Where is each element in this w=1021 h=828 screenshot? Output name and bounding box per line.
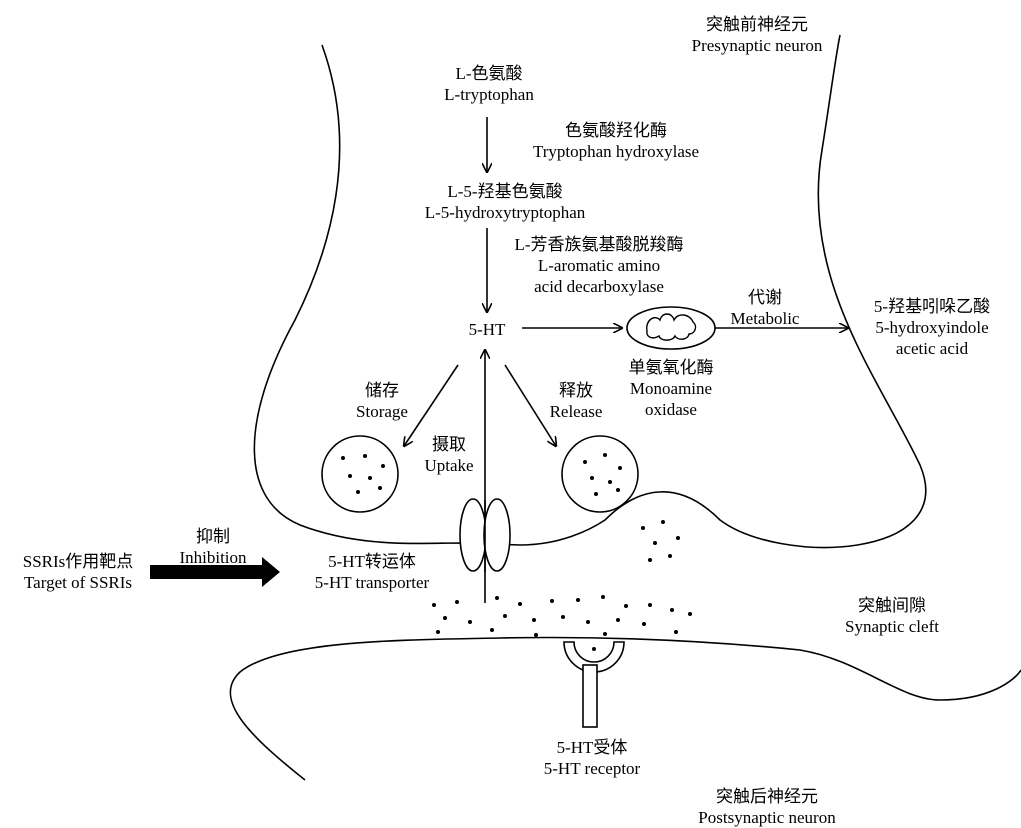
tryptophan-label-zh: L-色氨酸: [444, 63, 534, 84]
hiaa-label-en1: 5-hydroxyindole: [874, 317, 990, 338]
tryptophan-label-en: L-tryptophan: [444, 84, 534, 105]
hydroxylase-label-zh: 色氨酸羟化酶: [533, 120, 699, 141]
transporter-label-zh: 5-HT转运体: [315, 551, 429, 572]
presynaptic-label-en: Presynaptic neuron: [692, 35, 823, 56]
uptake-label-zh: 摄取: [424, 434, 473, 455]
decarboxylase-label-zh: L-芳香族氨基酸脱羧酶: [514, 234, 683, 255]
metabolic-label: 代谢 Metabolic: [731, 287, 800, 329]
release-label: 释放 Release: [550, 380, 603, 422]
tryptophan-label: L-色氨酸 L-tryptophan: [444, 63, 534, 105]
htp-label-en: L-5-hydroxytryptophan: [425, 202, 586, 223]
serotonin-label: 5-HT: [469, 319, 506, 340]
inhibition-label-en: Inhibition: [179, 547, 246, 568]
decarboxylase-label-en1: L-aromatic amino: [514, 255, 683, 276]
mao-label-en1: Monoamine: [629, 378, 714, 399]
htp-label: L-5-羟基色氨酸 L-5-hydroxytryptophan: [425, 181, 586, 223]
release-label-zh: 释放: [550, 380, 603, 401]
presynaptic-label: 突触前神经元 Presynaptic neuron: [692, 14, 823, 56]
hydroxylase-label: 色氨酸羟化酶 Tryptophan hydroxylase: [533, 120, 699, 162]
postsynaptic-label-zh: 突触后神经元: [698, 786, 835, 807]
inhibition-label: 抑制 Inhibition: [179, 526, 246, 568]
cleft-label-zh: 突触间隙: [845, 595, 939, 616]
storage-label-en: Storage: [356, 401, 408, 422]
arrow-release: [505, 365, 556, 446]
htp-label-zh: L-5-羟基色氨酸: [425, 181, 586, 202]
uptake-label-en: Uptake: [424, 455, 473, 476]
ssri-target-label-zh: SSRIs作用靶点: [23, 551, 134, 572]
release-vesicle: [562, 436, 638, 512]
presynaptic-label-zh: 突触前神经元: [692, 14, 823, 35]
inhibition-label-zh: 抑制: [179, 526, 246, 547]
mao-label-en2: oxidase: [629, 399, 714, 420]
storage-label: 储存 Storage: [356, 380, 408, 422]
ssri-target-label: SSRIs作用靶点 Target of SSRIs: [23, 551, 134, 593]
serotonin-receptor: [564, 642, 624, 727]
mitochondrion-icon: [627, 307, 715, 349]
decarboxylase-label: L-芳香族氨基酸脱羧酶 L-aromatic amino acid decarb…: [514, 234, 683, 297]
metabolic-label-en: Metabolic: [731, 308, 800, 329]
cleft-serotonin-dots: [432, 595, 692, 637]
hiaa-label-en2: acetic acid: [874, 338, 990, 359]
receptor-label-zh: 5-HT受体: [544, 737, 640, 758]
ssri-target-label-en: Target of SSRIs: [23, 572, 134, 593]
hydroxylase-label-en: Tryptophan hydroxylase: [533, 141, 699, 162]
transporter-label-en: 5-HT transporter: [315, 572, 429, 593]
mao-label: 单氨氧化酶 Monoamine oxidase: [629, 357, 714, 420]
release-label-en: Release: [550, 401, 603, 422]
transporter-label: 5-HT转运体 5-HT transporter: [315, 551, 429, 593]
receptor-label: 5-HT受体 5-HT receptor: [544, 737, 640, 779]
mao-label-zh: 单氨氧化酶: [629, 357, 714, 378]
metabolic-label-zh: 代谢: [731, 287, 800, 308]
decarboxylase-label-en2: acid decarboxylase: [514, 276, 683, 297]
receptor-label-en: 5-HT receptor: [544, 758, 640, 779]
hiaa-label: 5-羟基吲哚乙酸 5-hydroxyindole acetic acid: [874, 296, 990, 359]
storage-label-zh: 储存: [356, 380, 408, 401]
cleft-label: 突触间隙 Synaptic cleft: [845, 595, 939, 637]
hiaa-label-zh: 5-羟基吲哚乙酸: [874, 296, 990, 317]
uptake-label: 摄取 Uptake: [424, 434, 473, 476]
postsynaptic-label: 突触后神经元 Postsynaptic neuron: [698, 786, 835, 828]
cleft-label-en: Synaptic cleft: [845, 616, 939, 637]
exocytosis-dots: [641, 520, 680, 562]
serotonin-label-text: 5-HT: [469, 319, 506, 340]
storage-vesicle: [322, 436, 398, 512]
postsynaptic-label-en: Postsynaptic neuron: [698, 807, 835, 828]
